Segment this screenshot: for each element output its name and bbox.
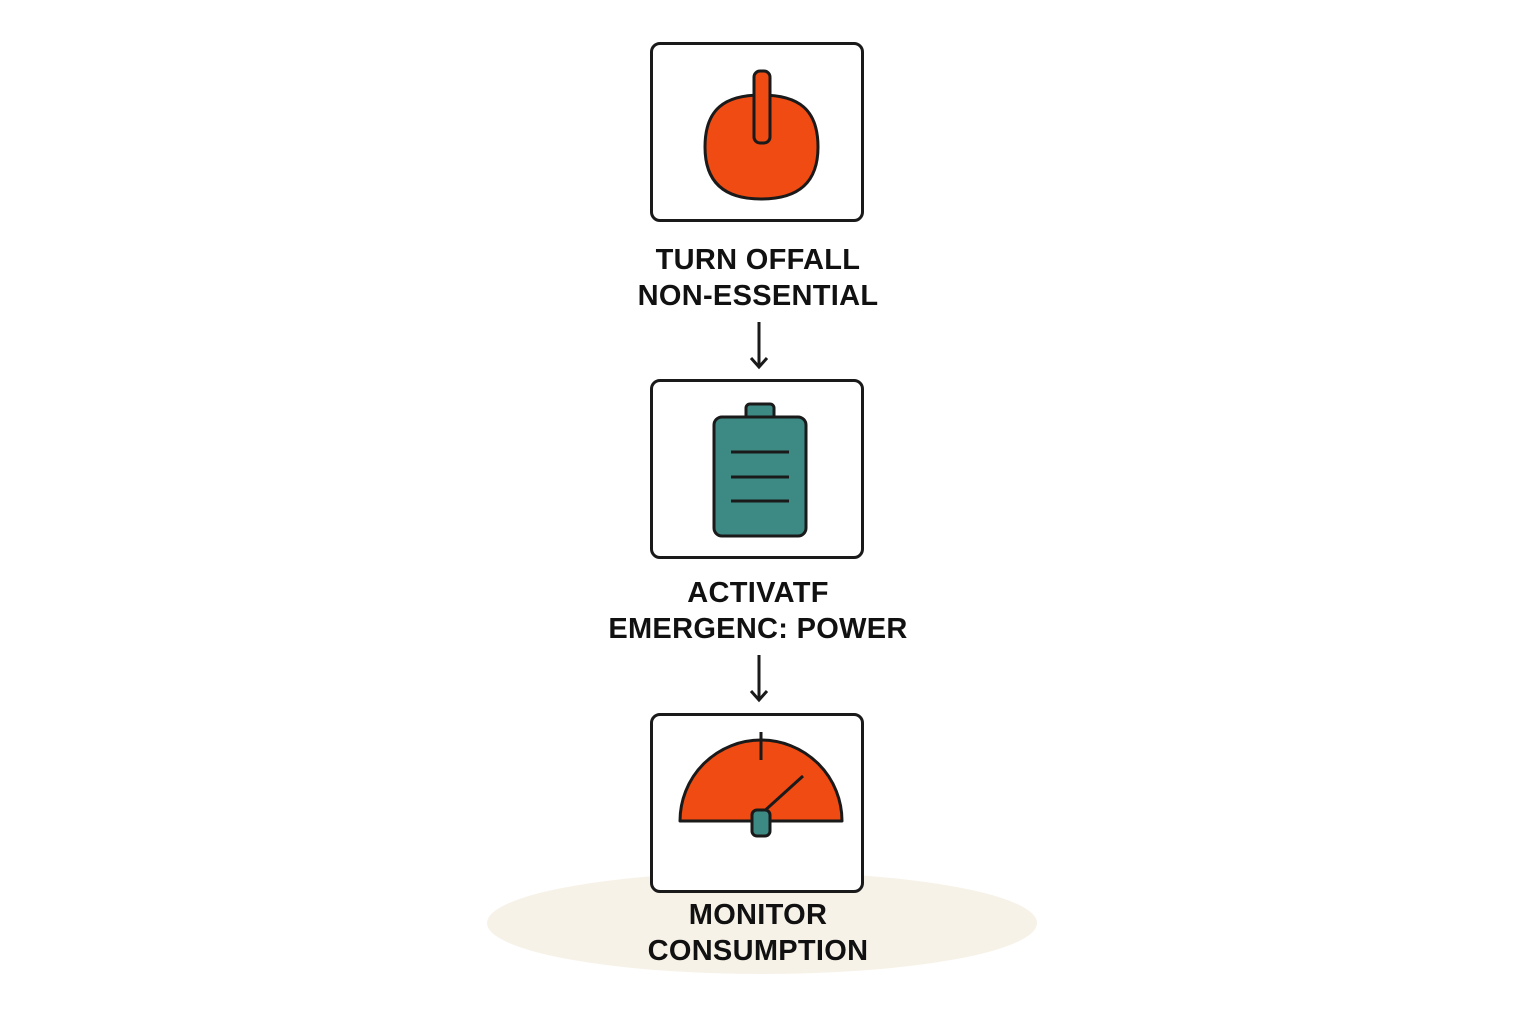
- gauge-icon: [678, 732, 844, 838]
- step-1-label: TURN OFFALL NON-ESSENTIAL: [458, 242, 1058, 314]
- step-2-label-line-1: ACTIVATF: [687, 577, 829, 609]
- step-3-label-line-2: CONSUMPTION: [647, 935, 869, 967]
- step-3-label-line-1: MONITOR: [688, 899, 828, 931]
- arrow-down-icon: [749, 655, 769, 703]
- step-2-label: ACTIVATF EMERGENC: POWER: [458, 575, 1058, 647]
- step-2-box: [650, 379, 864, 559]
- arrow-down-icon: [749, 322, 769, 370]
- step-3-box: [650, 713, 864, 893]
- power-button-icon: [703, 69, 820, 201]
- step-1-label-line-2: NON-ESSENTIAL: [637, 280, 879, 312]
- battery-icon: [712, 402, 808, 538]
- step-2-label-line-2: EMERGENC: POWER: [608, 613, 908, 645]
- step-3-label: MONITOR CONSUMPTION: [458, 897, 1058, 969]
- step-1-label-line-1: TURN OFFALL: [655, 244, 861, 276]
- step-1-box: [650, 42, 864, 222]
